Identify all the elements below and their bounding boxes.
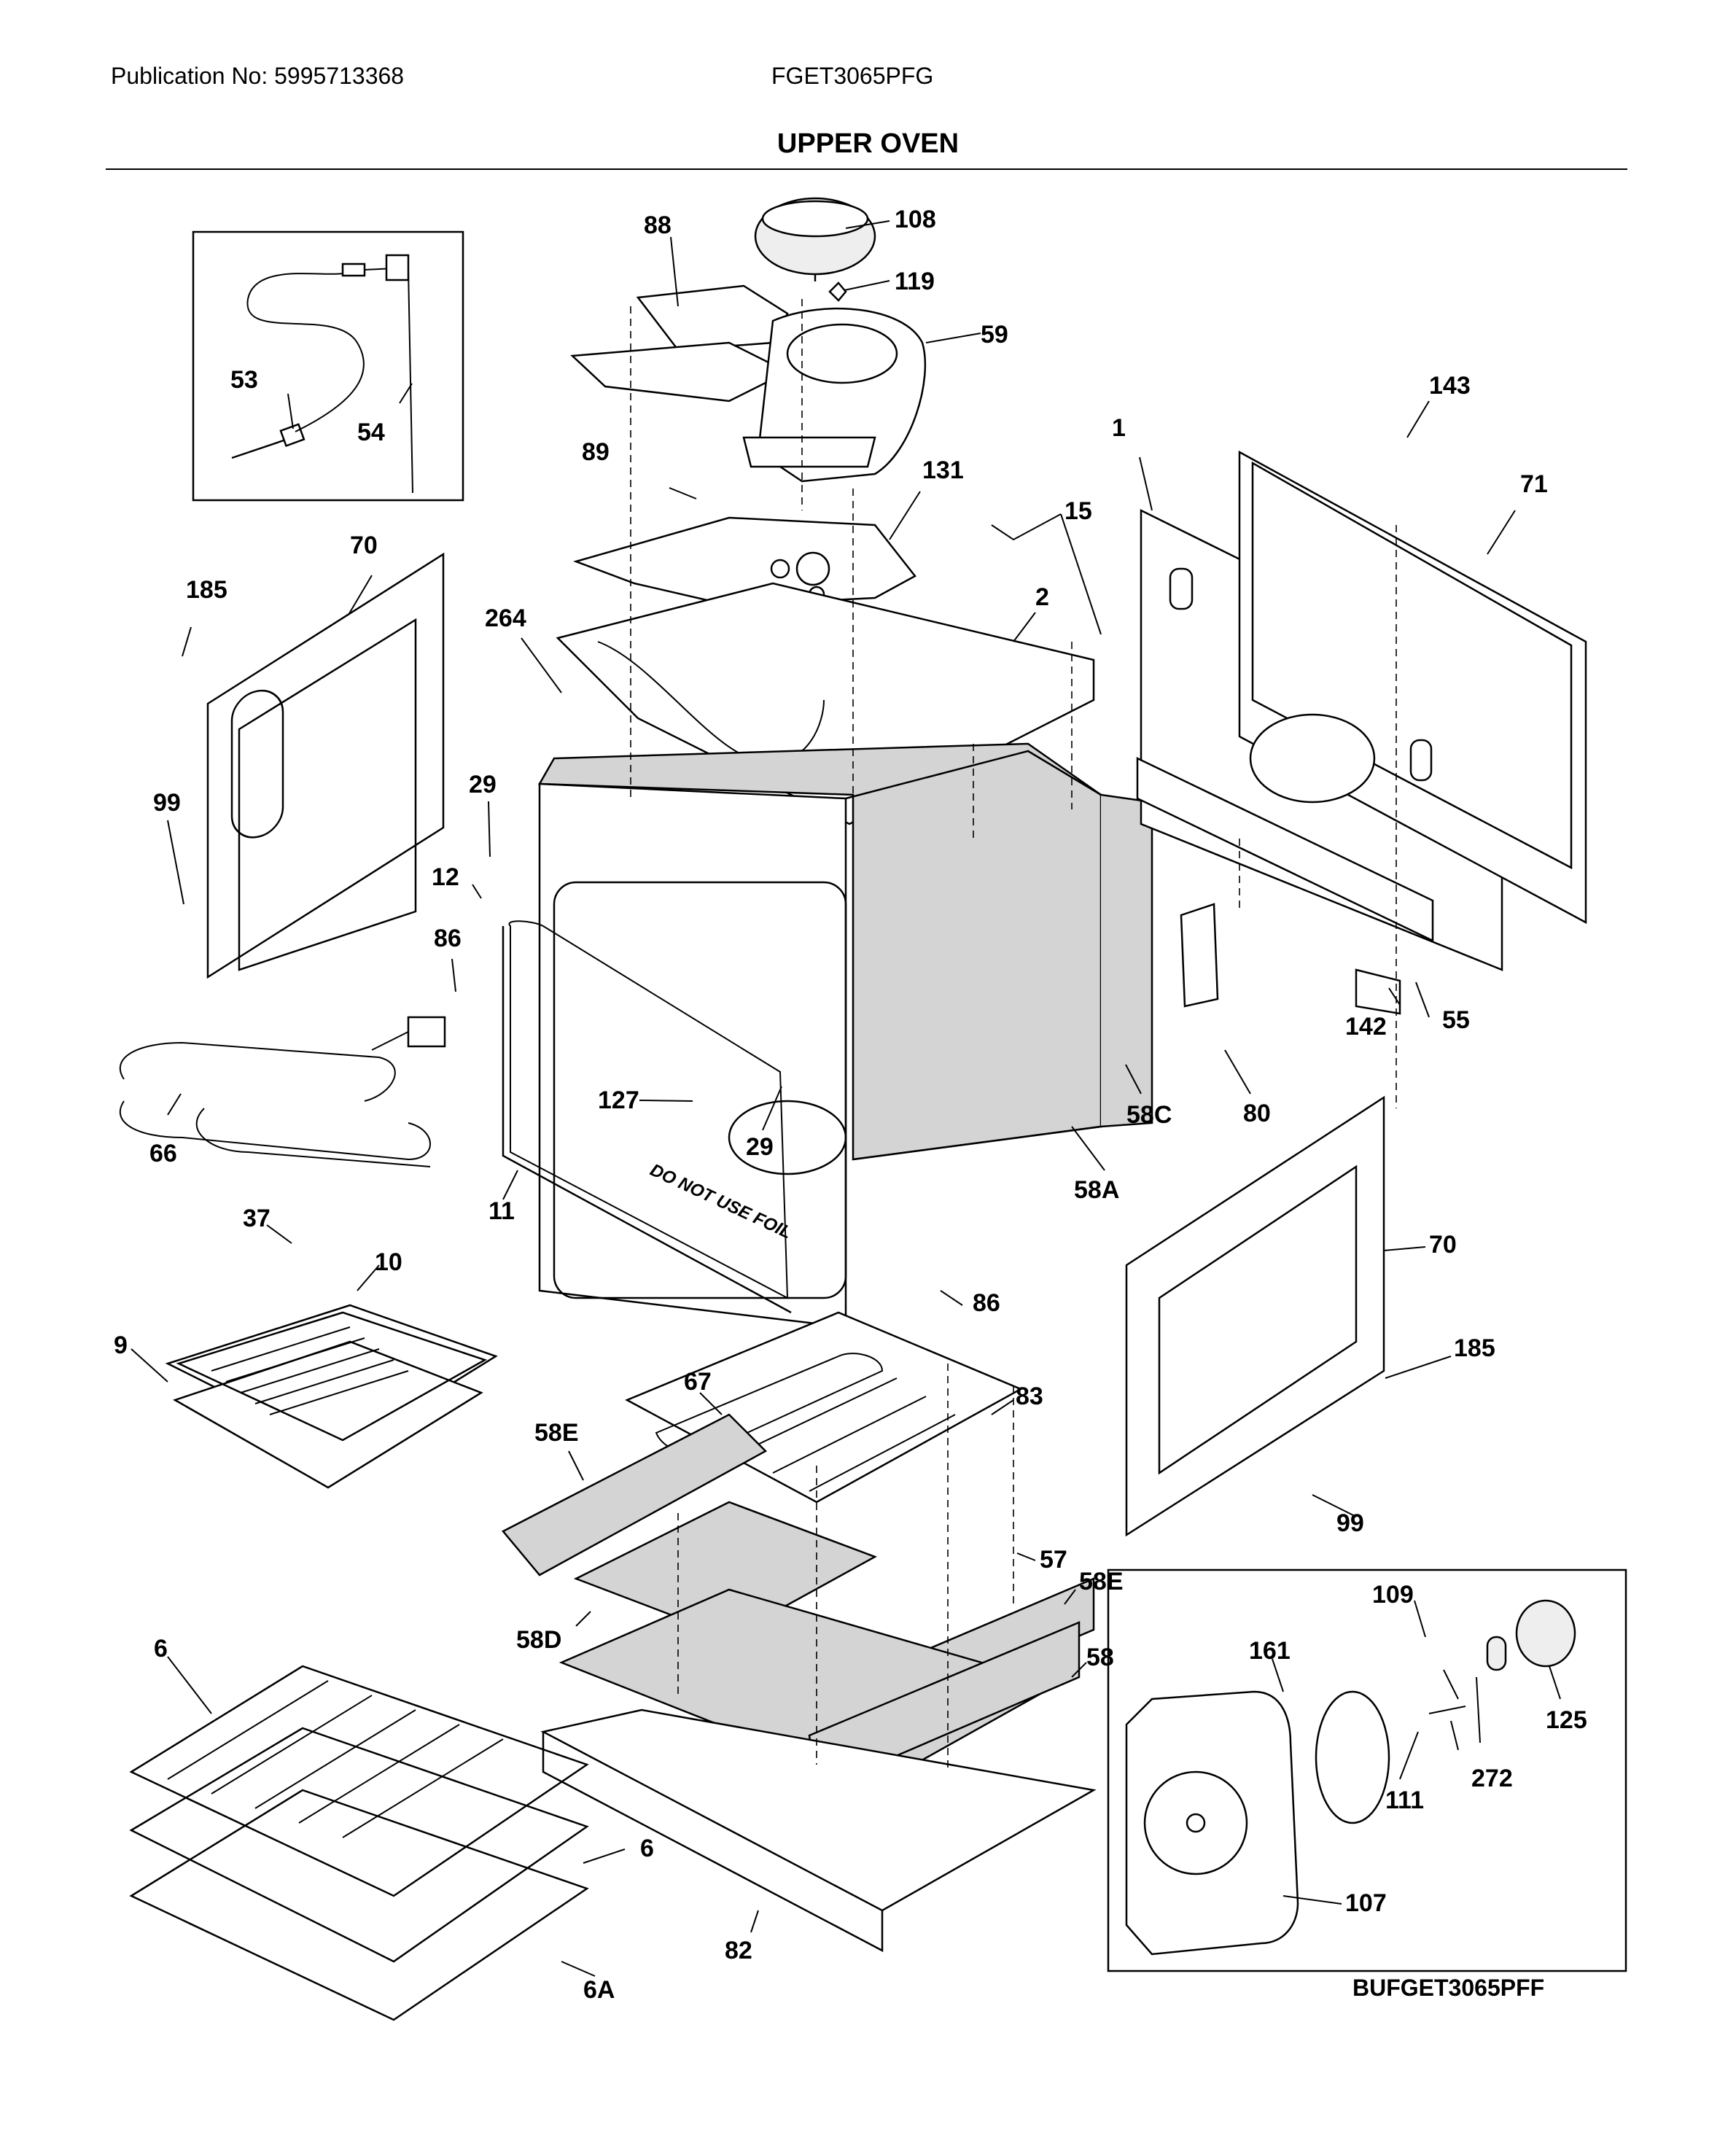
callout-29-upper: 29 — [469, 771, 497, 798]
callout-80: 80 — [1243, 1100, 1271, 1127]
callout-131: 131 — [922, 456, 964, 484]
publication-number: Publication No: 5995713368 — [111, 63, 405, 89]
callout-108: 108 — [895, 206, 936, 233]
callout-58E-right: 58E — [1079, 1568, 1124, 1595]
callout-70-right: 70 — [1429, 1231, 1457, 1259]
convection-fan-inset — [1107, 1568, 1627, 1972]
callout-99-right: 99 — [1336, 1509, 1364, 1537]
bake-element-and-shield — [625, 1311, 1023, 1504]
callout-264: 264 — [485, 604, 526, 632]
callout-58A: 58A — [1074, 1176, 1119, 1204]
callout-11: 11 — [489, 1197, 515, 1225]
callout-185-left: 185 — [186, 576, 227, 604]
callout-10: 10 — [375, 1248, 402, 1276]
side-panel-right — [1125, 1095, 1385, 1537]
page-title: UPPER OVEN — [776, 128, 960, 159]
callout-86-upper: 86 — [434, 925, 462, 952]
callout-59: 59 — [981, 321, 1008, 349]
probe-inset — [192, 230, 464, 502]
callout-99-left: 99 — [153, 789, 181, 817]
callout-111: 111 — [1385, 1786, 1424, 1814]
callout-88: 88 — [644, 211, 672, 239]
oven-racks — [129, 1665, 589, 2021]
callout-29-lower: 29 — [746, 1133, 774, 1161]
callout-55: 55 — [1442, 1006, 1470, 1034]
callout-107: 107 — [1345, 1889, 1387, 1917]
callout-2: 2 — [1035, 583, 1049, 611]
callout-70-left: 70 — [350, 532, 378, 559]
callout-127: 127 — [598, 1086, 639, 1114]
callout-83: 83 — [1016, 1383, 1043, 1410]
callout-185-right: 185 — [1454, 1334, 1495, 1362]
callout-82: 82 — [725, 1937, 752, 1964]
hinge-receiver — [1180, 903, 1219, 1008]
rear-bracket — [1136, 757, 1434, 1015]
callout-54: 54 — [357, 419, 385, 446]
callout-1: 1 — [1112, 414, 1126, 442]
callout-67: 67 — [684, 1368, 712, 1396]
callout-9: 9 — [114, 1331, 128, 1359]
callout-109: 109 — [1372, 1581, 1414, 1609]
air-duct — [570, 284, 927, 483]
callout-143: 143 — [1429, 372, 1471, 400]
header-divider — [106, 168, 1627, 170]
callout-57: 57 — [1040, 1546, 1067, 1574]
broiler-pan — [165, 1304, 498, 1489]
callout-142: 142 — [1345, 1013, 1387, 1041]
callout-37: 37 — [243, 1205, 270, 1232]
callout-53: 53 — [230, 366, 258, 394]
side-panel-left — [206, 552, 445, 979]
callout-161: 161 — [1249, 1637, 1291, 1665]
callout-6-upper: 6 — [154, 1635, 168, 1663]
callout-labels: 108 119 88 59 53 54 143 71 1 89 131 15 7… — [114, 206, 1587, 2004]
callout-66: 66 — [149, 1140, 177, 1167]
oven-bottom-pan — [540, 1708, 1097, 1953]
convection-blower-top — [754, 197, 876, 302]
door-gasket-frame — [502, 920, 792, 1314]
callout-89: 89 — [582, 438, 610, 466]
broil-element — [119, 1016, 446, 1167]
callout-119: 119 — [895, 268, 935, 295]
callout-71: 71 — [1520, 470, 1548, 498]
callout-6A: 6A — [583, 1976, 615, 2004]
rear-panel — [1140, 450, 1587, 971]
callout-58C: 58C — [1126, 1101, 1172, 1129]
callout-272: 272 — [1471, 1765, 1513, 1792]
oven-cavity — [537, 742, 1153, 1329]
alignment-lines — [630, 299, 1397, 1772]
callout-125: 125 — [1546, 1706, 1587, 1734]
callout-58D: 58D — [516, 1626, 561, 1654]
callout-86-lower: 86 — [973, 1289, 1000, 1317]
diagram-code: BUFGET3065PFF — [1352, 1975, 1545, 2001]
callout-58: 58 — [1086, 1644, 1114, 1671]
callout-12: 12 — [432, 863, 459, 891]
leader-lines — [131, 220, 1561, 1977]
model-number: FGET3065PFG — [771, 63, 934, 89]
callout-58E-left: 58E — [534, 1419, 579, 1447]
callout-15: 15 — [1064, 497, 1092, 525]
callout-6-lower: 6 — [640, 1835, 654, 1862]
